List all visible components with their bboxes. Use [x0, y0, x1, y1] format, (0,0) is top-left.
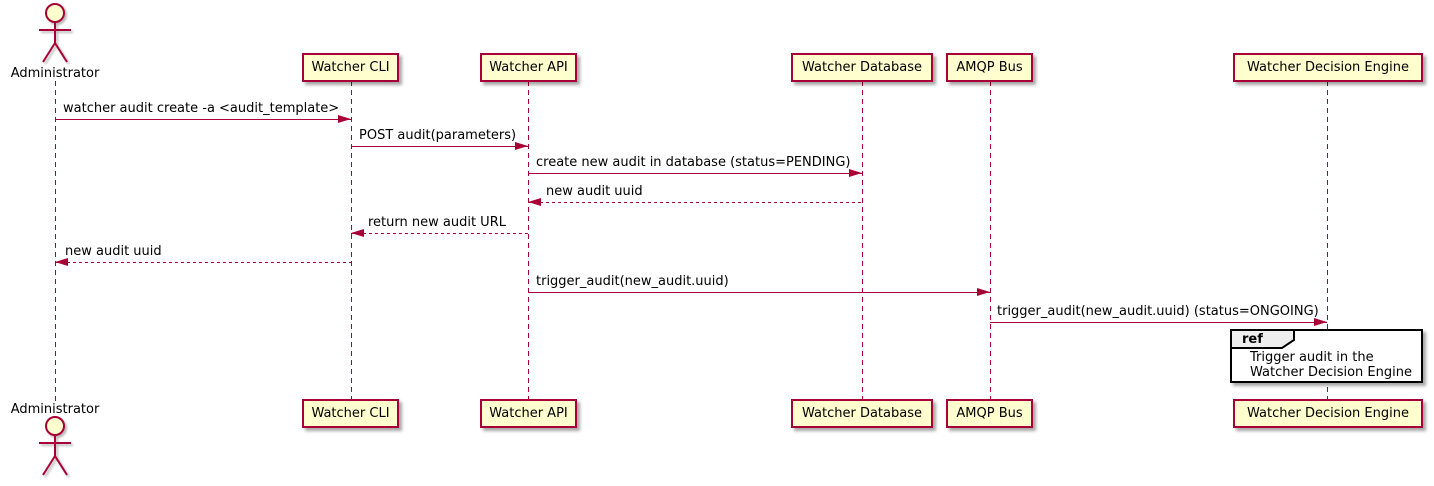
arrowhead-icon-6 [977, 288, 990, 296]
arrowhead-icon-4 [351, 229, 364, 237]
participant-label: Watcher API [489, 60, 568, 75]
participant-box-bottom-4: Watcher Decision Engine [1233, 399, 1423, 428]
actor-label-bottom: Administrator [10, 402, 100, 417]
message-label-2: create new audit in database (status=PEN… [536, 155, 851, 170]
message-label-4: return new audit URL [368, 215, 506, 230]
arrowhead-icon-0 [338, 115, 351, 123]
message-label-3: new audit uuid [546, 184, 643, 199]
actor-label-top: Administrator [10, 66, 100, 81]
participant-box-top-3: AMQP Bus [946, 53, 1033, 82]
participant-label: Watcher Decision Engine [1247, 60, 1409, 75]
participant-label: AMQP Bus [956, 60, 1023, 75]
participant-label: AMQP Bus [956, 406, 1023, 421]
message-line-5 [55, 262, 351, 263]
participant-box-top-1: Watcher API [480, 53, 577, 82]
message-label-7: trigger_audit(new_audit.uuid) (status=ON… [997, 304, 1319, 319]
lifeline-4 [1327, 81, 1328, 400]
arrowhead-icon-7 [1314, 318, 1327, 326]
participant-box-bottom-0: Watcher CLI [302, 399, 399, 428]
arrowhead-icon-5 [55, 258, 68, 266]
lifeline-0 [351, 81, 352, 400]
message-line-0 [55, 119, 351, 120]
lifeline-1 [528, 81, 529, 400]
ref-text-line: Watcher Decision Engine [1250, 365, 1412, 380]
participant-box-top-2: Watcher Database [791, 53, 933, 82]
ref-keyword: ref [1242, 332, 1263, 347]
actor-figure-icon-bottom [33, 415, 77, 477]
participant-box-bottom-2: Watcher Database [791, 399, 933, 428]
participant-box-bottom-1: Watcher API [480, 399, 577, 428]
participant-label: Watcher Database [802, 406, 922, 421]
participant-label: Watcher Database [802, 60, 922, 75]
ref-text-line: Trigger audit in the [1250, 350, 1374, 365]
participant-box-top-4: Watcher Decision Engine [1233, 53, 1423, 82]
participant-box-top-0: Watcher CLI [302, 53, 399, 82]
arrowhead-icon-3 [528, 198, 541, 206]
message-label-6: trigger_audit(new_audit.uuid) [536, 274, 729, 289]
ref-tab [1230, 329, 1298, 354]
participant-label: Watcher CLI [311, 60, 390, 75]
message-label-0: watcher audit create -a <audit_template> [63, 101, 340, 116]
arrowhead-icon-2 [849, 169, 862, 177]
message-line-2 [528, 173, 862, 174]
participant-label: Watcher Decision Engine [1247, 406, 1409, 421]
arrowhead-icon-1 [515, 142, 528, 150]
lifeline-2 [862, 81, 863, 400]
lifeline-administrator [55, 81, 56, 402]
lifeline-3 [990, 81, 991, 400]
participant-box-bottom-3: AMQP Bus [946, 399, 1033, 428]
participant-label: Watcher API [489, 406, 568, 421]
message-line-6 [528, 292, 990, 293]
message-line-1 [351, 146, 528, 147]
participant-label: Watcher CLI [311, 406, 390, 421]
message-label-1: POST audit(parameters) [359, 128, 517, 143]
actor-figure-icon-top [33, 2, 77, 64]
message-line-4 [351, 233, 528, 234]
message-label-5: new audit uuid [65, 244, 162, 259]
message-line-3 [528, 202, 862, 203]
message-line-7 [990, 322, 1327, 323]
